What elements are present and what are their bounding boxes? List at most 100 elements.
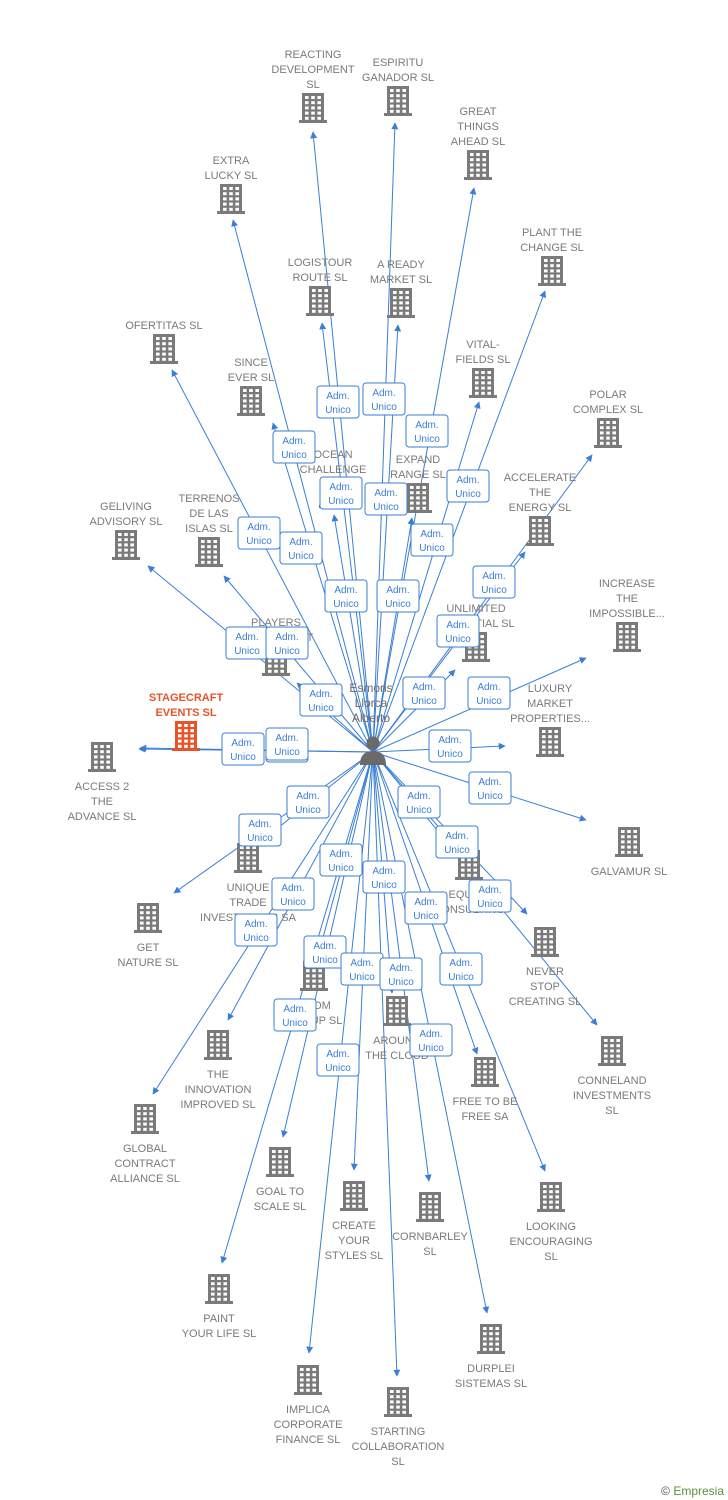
role-badge-players[interactable]: Adm.Unico bbox=[299, 683, 343, 717]
building-icon bbox=[306, 286, 334, 316]
company-node-galvamur[interactable]: GALVAMUR SL bbox=[591, 827, 668, 878]
role-badge-accelerate[interactable]: Adm.Unico bbox=[436, 614, 480, 648]
building-icon bbox=[404, 483, 432, 513]
role-badge-innovation[interactable]: Adm.Unico bbox=[319, 843, 363, 877]
role-badge-great[interactable]: Adm.Unico bbox=[405, 414, 449, 448]
brand-logo: Empresia bbox=[673, 1484, 724, 1498]
company-node-ofertitas[interactable]: OFERTITAS SL bbox=[125, 320, 203, 364]
role-badge-vital[interactable]: Adm.Unico bbox=[410, 523, 454, 557]
role-badge-equity[interactable]: Adm.Unico bbox=[397, 785, 441, 819]
svg-text:Adm.: Adm. bbox=[350, 958, 373, 969]
svg-text:Adm.: Adm. bbox=[235, 632, 258, 643]
svg-text:Unico: Unico bbox=[280, 897, 306, 908]
svg-text:Adm.: Adm. bbox=[275, 632, 298, 643]
role-badge-geliving[interactable]: Adm.Unico bbox=[225, 626, 269, 660]
role-badge-goal[interactable]: Adm.Unico bbox=[234, 913, 278, 947]
role-badge-galvamur[interactable]: Adm.Unico bbox=[468, 771, 512, 805]
svg-text:Adm.: Adm. bbox=[329, 849, 352, 860]
role-badge-reacting[interactable]: Adm.Unico bbox=[316, 385, 360, 419]
role-badge-terrenos[interactable]: Adm.Unico bbox=[265, 626, 309, 660]
building-icon bbox=[172, 721, 200, 751]
role-badge-espiritu[interactable]: Adm.Unico bbox=[362, 382, 406, 416]
role-badge-get[interactable]: Adm.Unico bbox=[286, 785, 330, 819]
role-badge-boom[interactable]: Adm.Unico bbox=[238, 813, 282, 847]
role-badge-increase[interactable]: Adm.Unico bbox=[467, 676, 511, 710]
role-badge-ofertitas[interactable]: Adm.Unico bbox=[237, 516, 281, 550]
role-badge-ocean[interactable]: Adm.Unico bbox=[324, 579, 368, 613]
role-badge-access[interactable]: Adm.Unico bbox=[221, 732, 265, 766]
role-badge-unlimited[interactable]: Adm.Unico bbox=[402, 676, 446, 710]
building-icon bbox=[112, 530, 140, 560]
role-badge-cornbarley[interactable]: Adm.Unico bbox=[340, 952, 384, 986]
svg-text:Adm.: Adm. bbox=[477, 682, 500, 693]
role-badge-expand[interactable]: Adm.Unico bbox=[376, 579, 420, 613]
role-badge-since[interactable]: Adm.Unico bbox=[279, 531, 323, 565]
role-badge-focus[interactable]: Adm.Unico bbox=[265, 727, 309, 761]
credit[interactable]: © Empresia bbox=[661, 1484, 724, 1498]
role-badge-starting[interactable]: Adm.Unico bbox=[316, 1043, 360, 1077]
role-badge-looking[interactable]: Adm.Unico bbox=[379, 957, 423, 991]
role-badge-never[interactable]: Adm.Unico bbox=[435, 825, 479, 859]
role-badge-around[interactable]: Adm. Unico bbox=[271, 877, 315, 911]
role-badge-plant[interactable]: Adm.Unico bbox=[446, 469, 490, 503]
role-badge-free[interactable]: Adm.Unico bbox=[362, 860, 406, 894]
person-icon bbox=[360, 736, 386, 765]
role-badge-extra[interactable]: Adm.Unico bbox=[272, 430, 316, 464]
role-badge-durplei[interactable]: Adm.Unico bbox=[273, 998, 317, 1032]
building-icon bbox=[266, 1147, 294, 1177]
role-badge-logistour[interactable]: Adm.Unico bbox=[319, 476, 363, 510]
role-badge-polar[interactable]: Adm.Unico bbox=[472, 565, 516, 599]
svg-text:Adm.: Adm. bbox=[386, 585, 409, 596]
role-badge-global[interactable]: Adm.Unico bbox=[404, 891, 448, 925]
role-badge-conneland[interactable]: Adm.Unico bbox=[468, 879, 512, 913]
role-badge-aready[interactable]: Adm.Unico bbox=[364, 482, 408, 516]
building-icon bbox=[299, 93, 327, 123]
svg-text:Adm.: Adm. bbox=[281, 883, 304, 894]
company-node-vital[interactable]: VITAL-FIELDS SL bbox=[455, 339, 511, 398]
role-badge-paint[interactable]: Adm.Unico bbox=[439, 952, 483, 986]
role-badge-luxury[interactable]: Adm.Unico bbox=[428, 729, 472, 763]
role-badge-implica[interactable]: Adm.Unico bbox=[409, 1023, 453, 1057]
building-icon bbox=[88, 742, 116, 772]
role-badge-create[interactable]: Adm.Unico bbox=[303, 935, 347, 969]
